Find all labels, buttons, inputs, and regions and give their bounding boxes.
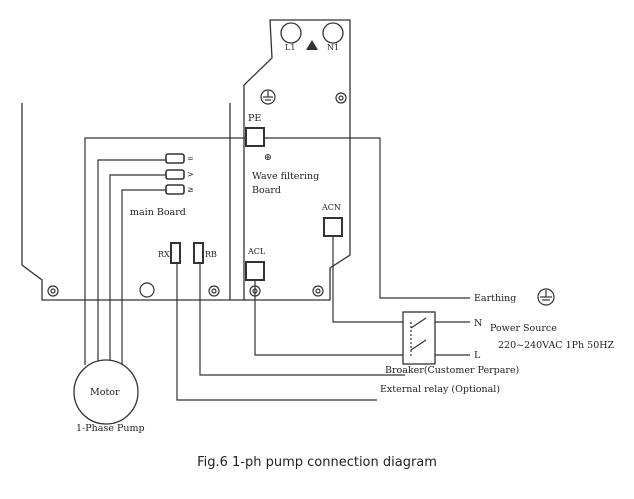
rx-label: RX bbox=[158, 250, 170, 259]
rb-label: RB bbox=[205, 250, 217, 259]
l1-terminal-icon bbox=[280, 22, 302, 44]
power-spec-label: 220~240VAC 1Ph 50HZ bbox=[498, 340, 615, 351]
breaker-box bbox=[402, 311, 436, 365]
n-label: N bbox=[474, 318, 482, 329]
pe-label: PE bbox=[248, 113, 261, 124]
motor-icon bbox=[73, 359, 139, 425]
wiring bbox=[84, 137, 470, 401]
filter-ground-mark: ⊕ bbox=[264, 152, 272, 163]
cabinet-wall-left bbox=[21, 103, 246, 301]
l-label: L bbox=[474, 350, 481, 361]
filter-board-label-2: Board bbox=[252, 185, 281, 196]
figure-caption: Fig.6 1-ph pump connection diagram bbox=[197, 455, 437, 470]
external-relay-label: External relay (Optional) bbox=[380, 384, 500, 395]
n1-terminal-icon bbox=[322, 22, 344, 44]
ground-symbol-icon bbox=[260, 89, 276, 105]
breaker-switch-icon bbox=[410, 317, 427, 356]
l1-label: L1 bbox=[285, 43, 295, 52]
rx-terminal-block bbox=[170, 242, 181, 264]
rb-terminal-block bbox=[193, 242, 204, 264]
main-board-pin-block bbox=[165, 153, 185, 164]
acl-label: ACL bbox=[247, 247, 266, 256]
filter-board-label: Wave filtering bbox=[252, 171, 319, 182]
earthing-label: Earthing bbox=[474, 293, 516, 304]
power-source-label: Power Source bbox=[490, 323, 557, 334]
filter-board-outline bbox=[243, 19, 351, 301]
acn-terminal-block bbox=[323, 217, 343, 237]
main-board-pin-label: = bbox=[187, 154, 194, 163]
pe-terminal-block bbox=[245, 127, 265, 147]
warning-triangle-icon bbox=[306, 40, 318, 50]
n1-label: N1 bbox=[327, 43, 339, 52]
cable-grommet-icon bbox=[139, 282, 155, 298]
main-board-label: main Board bbox=[130, 207, 186, 218]
main-board-pin-label: > bbox=[187, 170, 194, 179]
main-board-pin-block bbox=[165, 169, 185, 180]
mounting-screw-icon bbox=[47, 92, 347, 297]
acl-terminal-block bbox=[245, 261, 265, 281]
motor-label: Motor bbox=[90, 387, 120, 398]
main-board-pin-label: ≥ bbox=[187, 185, 194, 194]
earthing-ground-icon bbox=[537, 288, 555, 306]
breaker-label: Broaker(Customer Perpare) bbox=[385, 365, 519, 376]
acn-label: ACN bbox=[321, 203, 341, 212]
main-board-pin-block bbox=[165, 184, 185, 195]
pump-type-label: 1-Phase Pump bbox=[76, 423, 145, 434]
